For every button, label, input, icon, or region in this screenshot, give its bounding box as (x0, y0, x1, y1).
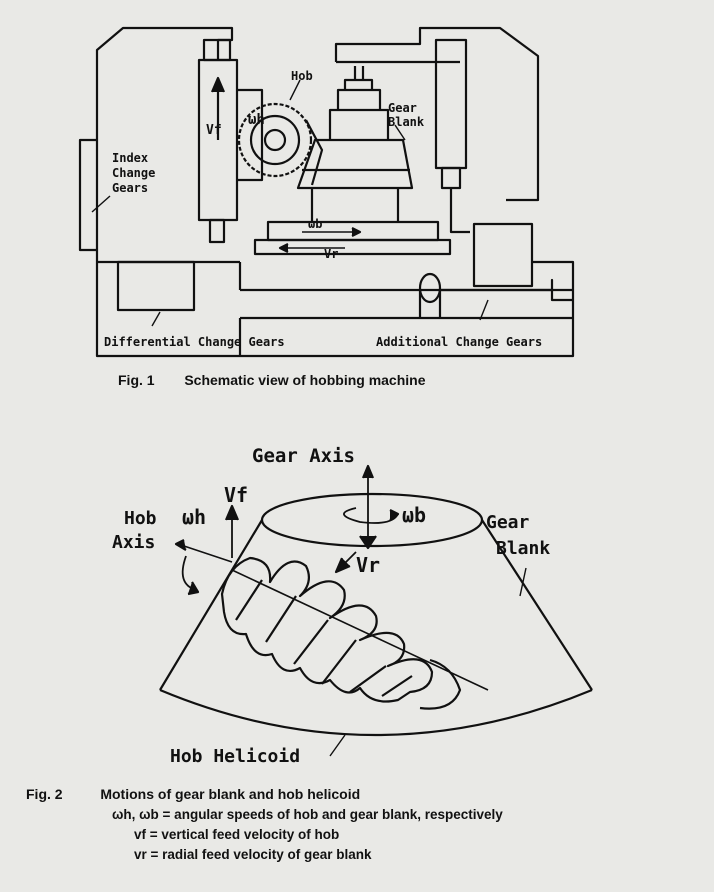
label-gear-blank-fig1: Gear Blank (388, 101, 425, 129)
label-additional-change-gears: Additional Change Gears (376, 335, 542, 349)
label-vf-fig2: Vf (224, 483, 248, 507)
gear-blank-fig1 (296, 138, 414, 190)
fig2-caption: Fig. 2 Motions of gear blank and hob hel… (26, 786, 360, 802)
label-hob: Hob (291, 69, 313, 83)
label-omega-h-fig1: ωh (248, 112, 265, 128)
label-hob-axis: Hob Axis (112, 508, 167, 553)
label-index-change-gears: Index Change Gears (112, 151, 163, 195)
fig2-gear-blank (159, 464, 593, 757)
hob-holder (237, 88, 264, 182)
right-column (334, 26, 540, 202)
index-change-gear-box (78, 138, 97, 252)
legend-line-angular-speeds: ωh, ωb = angular speeds of hob and gear … (112, 807, 503, 822)
machine-base (95, 260, 575, 358)
fig1-caption-number: Fig. 1 (118, 372, 155, 388)
left-column (95, 26, 240, 264)
differential-gear-box (116, 260, 196, 312)
label-vf-fig1: Vf (206, 123, 222, 138)
label-differential-change-gears: Differential Change Gears (104, 335, 285, 349)
gear-blank-bottom (159, 688, 593, 737)
hob-helicoid (220, 556, 489, 710)
label-omega-h-fig2: ωh (182, 505, 206, 529)
label-gear-blank-fig2: Gear Blank (486, 512, 550, 559)
label-vr-fig2: Vr (356, 553, 380, 577)
fig2-caption-text: Motions of gear blank and hob helicoid (100, 786, 361, 802)
hob-gear (237, 102, 313, 178)
label-vr-fig1: Vr (324, 247, 338, 261)
label-omega-b-fig2: ωb (402, 503, 426, 527)
fig1-caption-text: Schematic view of hobbing machine (184, 372, 426, 388)
fig1-machine (78, 26, 575, 358)
gear-blank-sides (159, 519, 593, 691)
legend-line-radial-feed: vr = radial feed velocity of gear blank (134, 847, 372, 862)
label-omega-b-fig1: ωb (308, 217, 322, 231)
label-hob-helicoid: Hob Helicoid (170, 746, 300, 767)
fig1-caption: Fig. 1 Schematic view of hobbing machine (118, 372, 426, 388)
legend-line-vertical-feed: vf = vertical feed velocity of hob (134, 827, 340, 842)
fig2-caption-number: Fig. 2 (26, 786, 63, 802)
additional-gear-box (472, 222, 534, 288)
label-gear-axis: Gear Axis (252, 445, 355, 467)
